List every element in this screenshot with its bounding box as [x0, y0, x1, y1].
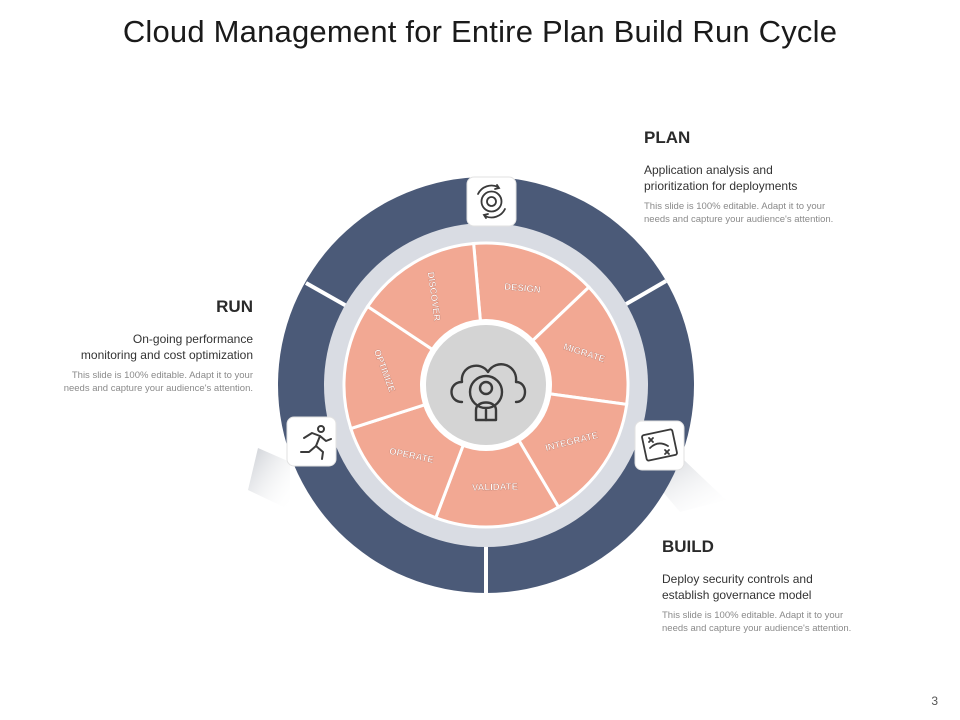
page-number: 3	[931, 694, 938, 708]
slide-title: Cloud Management for Entire Plan Build R…	[122, 14, 838, 49]
plan-icon-tile	[466, 176, 517, 227]
run-note: This slide is 100% editable. Adapt it to…	[63, 370, 253, 394]
gear-cycle-icon	[477, 184, 506, 219]
plan-note: This slide is 100% editable. Adapt it to…	[644, 201, 834, 225]
run-icon-tile	[286, 416, 337, 467]
run-heading: RUN	[216, 297, 253, 316]
run-tile-shadow	[248, 448, 290, 510]
build-block: BUILD Deploy security controls and estab…	[662, 537, 902, 635]
segment-label-validate: VALIDATE	[472, 482, 518, 494]
plan-heading: PLAN	[644, 128, 691, 147]
build-icon-tile	[634, 420, 685, 471]
cloud-gear-person-icon	[450, 363, 527, 422]
run-description: On-going performance monitoring and cost…	[80, 332, 253, 362]
build-note: This slide is 100% editable. Adapt it to…	[662, 610, 852, 634]
run-block: RUN On-going performance monitoring and …	[14, 297, 253, 395]
running-person-icon	[300, 425, 332, 460]
segment-group: DESIGNMIGRATEINTEGRATEVALIDATEOPERATEOPT…	[342, 241, 630, 529]
strategy-board-icon	[641, 428, 678, 462]
build-description: Deploy security controls and establish g…	[662, 572, 813, 602]
plan-description: Application analysis and prioritization …	[644, 163, 798, 193]
segment-label-design: DESIGN	[504, 282, 541, 296]
hub	[426, 325, 546, 445]
build-heading: BUILD	[662, 537, 714, 556]
plan-block: PLAN Application analysis and prioritiza…	[644, 128, 884, 226]
